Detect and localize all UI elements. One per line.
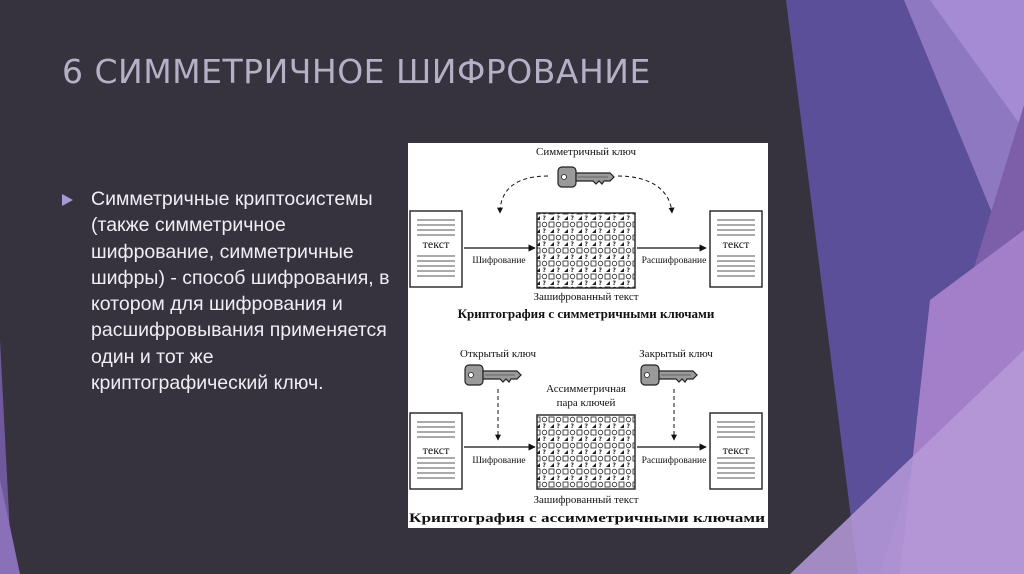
asymmetric-left-document: текст [409, 412, 463, 490]
symmetric-key-label: Симметричный ключ [536, 146, 636, 158]
asymmetric-decrypt-label: Расшифрование [642, 455, 707, 466]
key-pair-label-line2: пара ключей [557, 397, 616, 409]
slide-title: 6 СИММЕТРИЧНОЕ ШИФРОВАНИЕ [62, 52, 651, 91]
private-key-label: Закрытый ключ [639, 348, 713, 360]
symmetric-right-document: текст [709, 210, 763, 288]
symmetric-caption: Криптография с симметричными ключами [458, 306, 715, 321]
key-pair-label-line1: Ассимметричная [546, 383, 626, 395]
asymmetric-ciphertext-block [536, 414, 636, 490]
symmetric-left-doc-label: текст [423, 237, 450, 251]
symmetric-left-document: текст [409, 210, 463, 288]
symmetric-right-doc-label: текст [723, 237, 750, 251]
symmetric-decrypt-label: Расшифрование [642, 255, 707, 266]
asymmetric-caption: Криптография с ассимметричными ключами [409, 510, 766, 525]
symmetric-key-icon [557, 166, 615, 188]
symmetric-cipher-label: Зашифрованный текст [533, 291, 638, 303]
asymmetric-left-doc-label: текст [423, 443, 450, 457]
public-key-icon [464, 364, 522, 386]
asymmetric-right-document: текст [709, 412, 763, 490]
asymmetric-cipher-label: Зашифрованный текст [533, 494, 638, 506]
public-key-label: Открытый ключ [460, 348, 536, 360]
bullet-arrow-icon [62, 194, 73, 206]
symmetric-encrypt-label: Шифрование [472, 255, 525, 266]
private-key-icon [640, 364, 698, 386]
asymmetric-encrypt-label: Шифрование [472, 455, 525, 466]
symmetric-ciphertext-block [536, 212, 636, 289]
bullet-text: Симметричные криптосистемы (также симмет… [91, 188, 390, 395]
cryptography-diagram: ? Симметричный ключ [408, 143, 768, 528]
asymmetric-right-doc-label: текст [723, 443, 750, 457]
